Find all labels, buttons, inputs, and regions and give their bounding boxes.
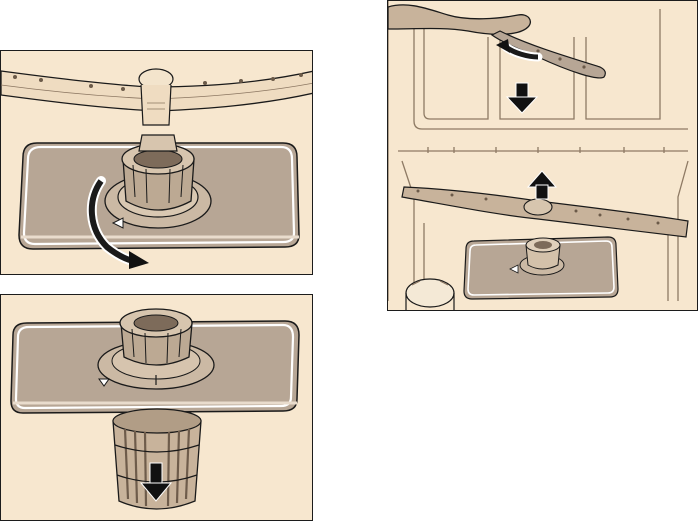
dishwasher-interior-illustration [388,1,698,311]
down-arrow-icon [507,83,537,113]
spray-arm-icon [1,69,313,125]
remove-filter-panel [0,294,313,521]
unscrew-filter-panel [0,50,313,275]
upper-spray-arm-icon [388,5,605,78]
remove-spray-arms-panel [387,0,698,311]
unscrew-filter-illustration [1,51,313,275]
up-arrow-icon [528,171,556,199]
filter-plate-icon [464,237,618,299]
salt-cap-icon [406,279,454,311]
remove-filter-illustration [1,295,313,521]
